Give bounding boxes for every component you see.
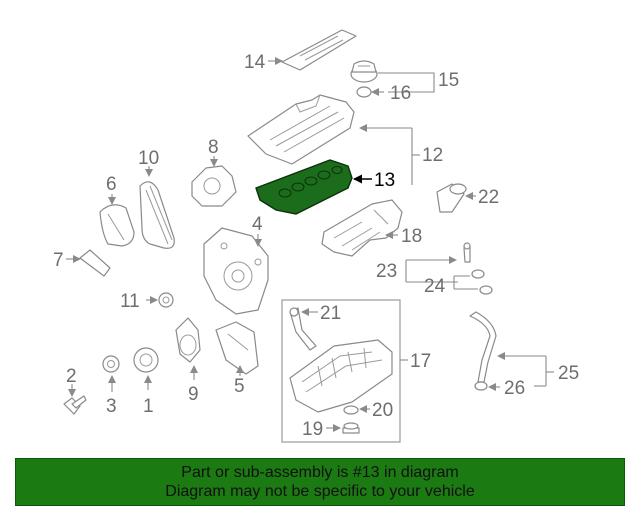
callout-4[interactable]: 4 (252, 214, 263, 235)
info-banner: Part or sub-assembly is #13 in diagram D… (15, 458, 625, 506)
callout-6[interactable]: 6 (106, 174, 117, 195)
callout-1[interactable]: 1 (143, 396, 154, 417)
leader-15-16 (378, 72, 435, 93)
part-11-front-seal[interactable] (158, 292, 174, 308)
part-5-bracket[interactable] (215, 321, 259, 375)
leader-12 (360, 128, 413, 185)
callout-9[interactable]: 9 (188, 384, 199, 405)
callout-14[interactable]: 14 (244, 52, 266, 73)
part-25-dipstick-tube[interactable] (469, 311, 497, 383)
part-18-intake-manifold[interactable] (321, 199, 403, 257)
callout-18[interactable]: 18 (401, 226, 422, 247)
callout-19[interactable]: 19 (302, 419, 323, 440)
callout-22[interactable]: 22 (478, 187, 499, 208)
part-21-oil-pickup[interactable] (289, 307, 317, 351)
leader-23 (405, 260, 456, 282)
callout-26[interactable]: 26 (504, 378, 525, 399)
part-1-crankshaft-pulley[interactable] (133, 347, 159, 373)
part-19-drain-plug[interactable] (342, 422, 360, 434)
part-20-drain-plug-gasket[interactable] (343, 405, 359, 415)
part-4-timing-cover[interactable] (203, 227, 269, 315)
part-9-crank-pulley[interactable] (175, 317, 201, 363)
part-17-oil-pan[interactable] (289, 339, 393, 413)
part-24-seals[interactable] (471, 269, 493, 295)
callout-21[interactable]: 21 (320, 303, 341, 324)
callout-12[interactable]: 12 (422, 145, 443, 166)
part-23-oil-pressure-sensor[interactable] (463, 242, 471, 263)
callout-5[interactable]: 5 (234, 376, 245, 397)
callout-2[interactable]: 2 (66, 366, 77, 387)
callout-11[interactable]: 11 (120, 291, 140, 312)
part-2-bolt[interactable] (63, 395, 87, 415)
callout-20[interactable]: 20 (372, 400, 393, 421)
callout-3[interactable]: 3 (106, 396, 117, 417)
banner-line-2: Diagram may not be specific to your vehi… (165, 483, 475, 500)
callout-16[interactable]: 16 (390, 83, 411, 104)
callout-8[interactable]: 8 (208, 137, 219, 158)
part-14-engine-cover[interactable] (281, 29, 357, 71)
callout-7[interactable]: 7 (53, 250, 64, 271)
callout-17[interactable]: 17 (410, 351, 431, 372)
part-8-timing-cover-upper[interactable] (191, 165, 237, 207)
part-16-filler-cap-seal[interactable] (356, 86, 372, 98)
callout-10[interactable]: 10 (138, 148, 159, 169)
leader-24 (453, 275, 478, 290)
callout-15[interactable]: 15 (438, 70, 459, 91)
callout-23[interactable]: 23 (376, 261, 397, 282)
part-12-valve-cover[interactable] (247, 94, 355, 165)
callout-25[interactable]: 25 (558, 363, 579, 384)
leader-25 (498, 356, 547, 386)
part-13-valve-cover-gasket[interactable] (255, 159, 353, 215)
part-26-dipstick-seal[interactable] (474, 381, 488, 391)
part-10-timing-chain[interactable] (139, 181, 175, 249)
part-7-chain-tensioner[interactable] (79, 249, 111, 277)
part-3-washer[interactable] (102, 355, 120, 373)
part-6-chain-guide[interactable] (99, 204, 135, 247)
part-22-oil-filter[interactable] (436, 183, 467, 213)
callout-13[interactable]: 13 (374, 170, 395, 191)
banner-line-1: Part or sub-assembly is #13 in diagram (181, 464, 459, 481)
parts-diagram: 14 15 16 12 13 22 18 (53, 29, 579, 443)
part-15-oil-filler-cap[interactable] (350, 60, 378, 83)
callout-24[interactable]: 24 (424, 276, 446, 297)
